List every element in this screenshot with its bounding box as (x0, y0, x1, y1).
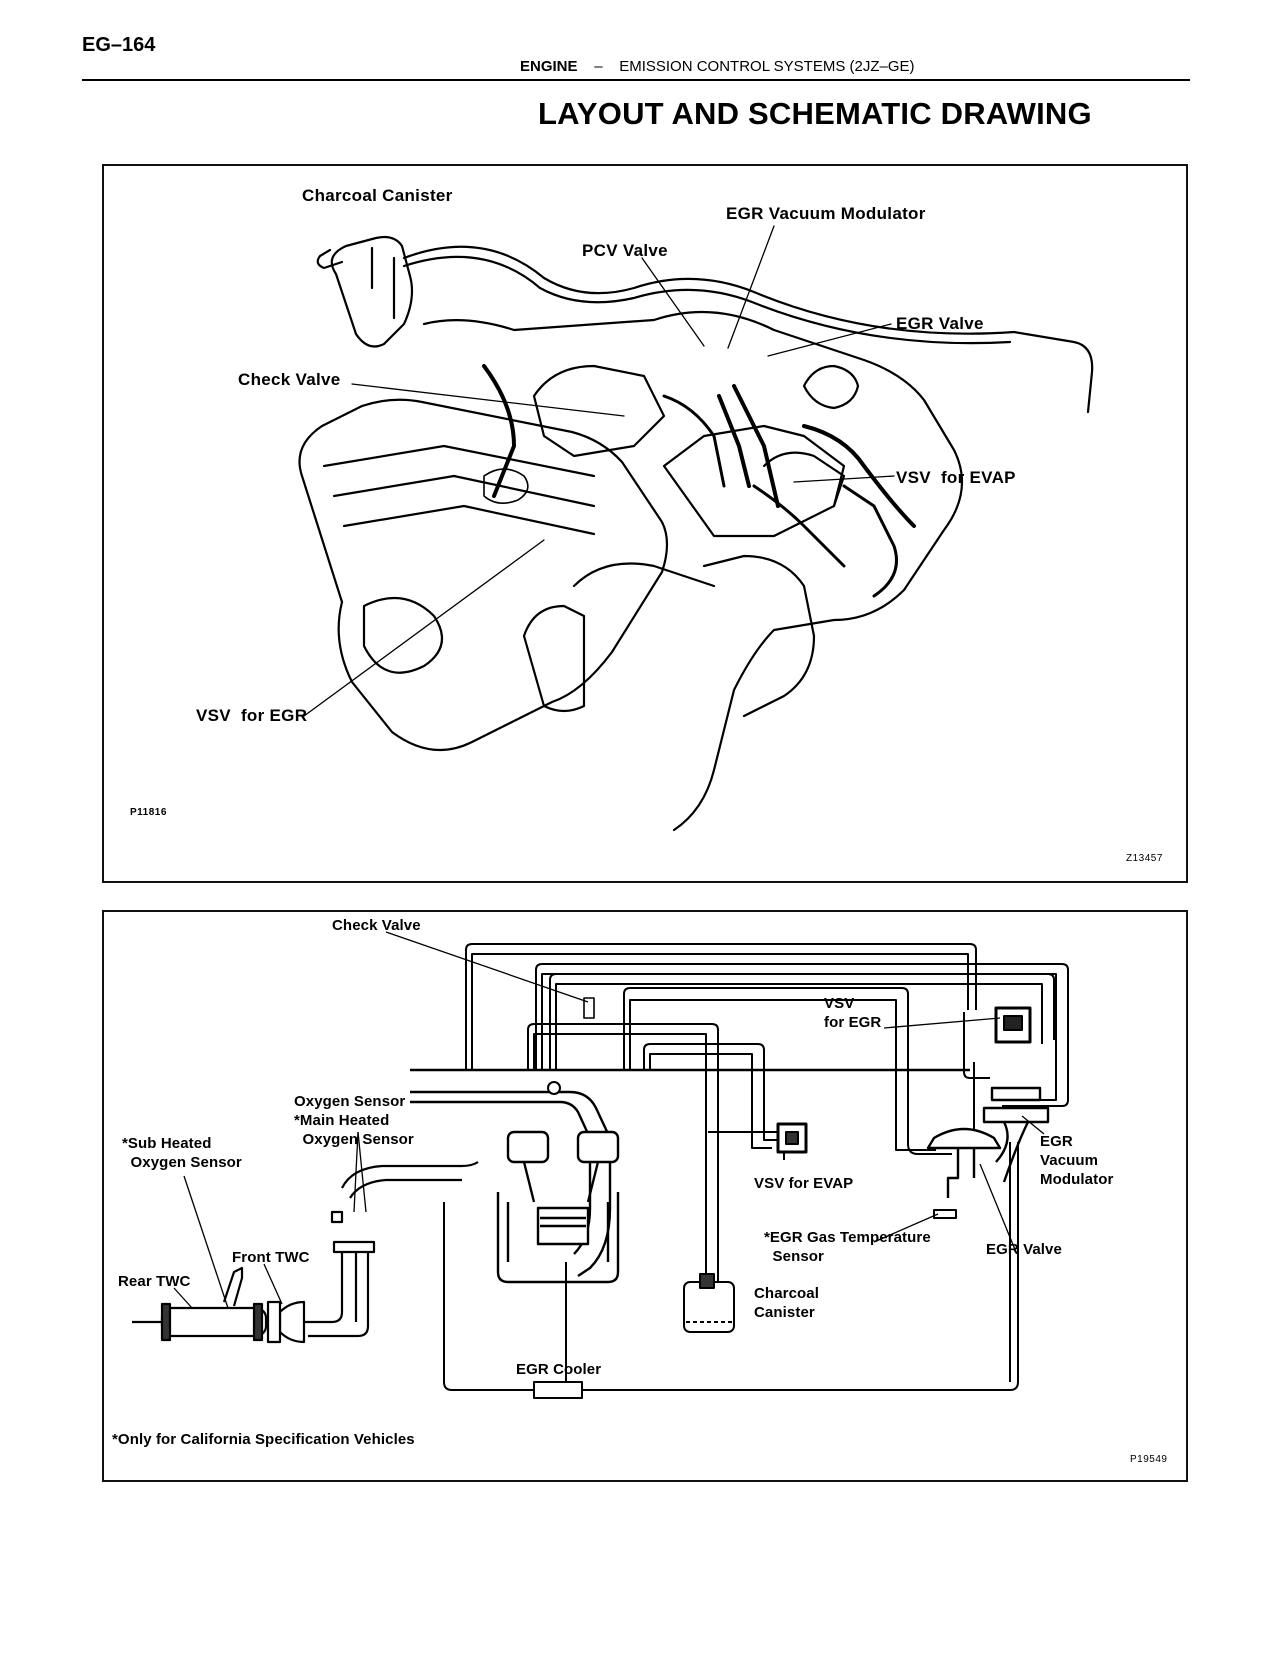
schem-footnote: *Only for California Specification Vehic… (112, 1431, 415, 1448)
leader-vsv-egr (883, 1017, 1001, 1029)
schem-label-oxygen-sensor: Oxygen Sensor *Main Heated Oxygen Sensor (294, 1093, 414, 1148)
page-number: EG–164 (82, 34, 156, 56)
label-pcv-valve: PCV Valve (582, 241, 668, 260)
layout-leaders (303, 225, 895, 717)
schematic-figure: Check Valve VSV for EGR Oxygen Sensor *M… (102, 910, 1188, 1482)
section-header-bold: ENGINE (520, 58, 578, 75)
pcv-valve-symbol (547, 1081, 561, 1095)
label-charcoal-canister: Charcoal Canister (302, 186, 453, 205)
header-rule (82, 79, 1190, 81)
leader-vsv-egr (303, 539, 545, 717)
leader-egr-vacuum-modulator (727, 225, 775, 349)
engine-layout-drawing (298, 225, 1094, 832)
schem-label-front-twc: Front TWC (232, 1249, 310, 1266)
leader-egr-vacuum-modulator (1021, 1115, 1045, 1135)
schem-label-check-valve: Check Valve (332, 917, 421, 934)
leader-pcv-valve (641, 257, 705, 347)
section-header-rest: EMISSION CONTROL SYSTEMS (2JZ–GE) (619, 58, 915, 75)
leader-oxygen-sensor-b (357, 1131, 367, 1213)
figure-code-right: Z13457 (1126, 853, 1163, 864)
egr-vacuum-modulator-symbol (982, 1086, 1050, 1183)
egr-valve-symbol (926, 1127, 1002, 1198)
schem-label-vsv-evap: VSV for EVAP (754, 1175, 854, 1192)
leader-egr-gas-temp (873, 1213, 939, 1243)
schem-label-sub-heated-oxygen-sensor: *Sub Heated Oxygen Sensor (122, 1135, 242, 1171)
section-header-sep: – (594, 58, 603, 75)
schematic-leaders (173, 931, 1045, 1309)
schem-label-charcoal-canister: Charcoal Canister (754, 1285, 819, 1321)
engine-cylinder-symbol (496, 1130, 620, 1284)
label-egr-valve: EGR Valve (896, 314, 984, 333)
schematic-drawing (132, 931, 1069, 1399)
schem-figure-code: P19549 (1130, 1454, 1168, 1465)
page-title: LAYOUT AND SCHEMATIC DRAWING (538, 96, 1092, 131)
schem-label-egr-valve: EGR Valve (986, 1241, 1062, 1258)
engine-block-drawing (298, 310, 964, 832)
schem-label-vsv-egr: VSV for EGR (824, 995, 882, 1031)
layout-figure: Charcoal Canister EGR Vacuum Modulator P… (102, 164, 1188, 883)
schem-label-rear-twc: Rear TWC (118, 1273, 191, 1290)
label-vsv-evap: VSV for EVAP (896, 468, 1016, 487)
vsv-evap-symbol (776, 1122, 808, 1154)
leader-sub-heated (183, 1175, 229, 1309)
leader-egr-valve (767, 323, 892, 357)
leader-check-valve (351, 383, 625, 417)
vsv-egr-symbol (994, 1006, 1032, 1044)
charcoal-canister-drawing (316, 235, 1094, 414)
label-egr-vacuum-modulator: EGR Vacuum Modulator (726, 204, 926, 223)
leader-egr-valve (979, 1163, 1017, 1253)
leader-oxygen-sensor-a (353, 1131, 359, 1213)
schem-label-egr-gas-temp-sensor: *EGR Gas Temperature Sensor (764, 1229, 931, 1265)
label-vsv-egr: VSV for EGR (196, 706, 308, 725)
leader-check-valve (385, 931, 589, 1003)
charcoal-canister-symbol (683, 1273, 735, 1333)
section-header: ENGINE – EMISSION CONTROL SYSTEMS (2JZ–G… (520, 58, 915, 75)
egr-cooler-symbol (533, 1381, 583, 1399)
egr-gas-temp-sensor-symbol (933, 1209, 957, 1219)
schem-label-egr-cooler: EGR Cooler (516, 1361, 602, 1378)
label-check-valve: Check Valve (238, 370, 341, 389)
leader-front-twc (263, 1263, 283, 1305)
leader-vsv-evap (793, 475, 895, 483)
exhaust-system (132, 1161, 479, 1344)
check-valve-symbol (583, 997, 595, 1019)
leader-rear-twc (173, 1287, 193, 1309)
schem-label-egr-vacuum-modulator: EGR Vacuum Modulator (1040, 1133, 1114, 1188)
figure-code-left: P11816 (130, 807, 167, 818)
